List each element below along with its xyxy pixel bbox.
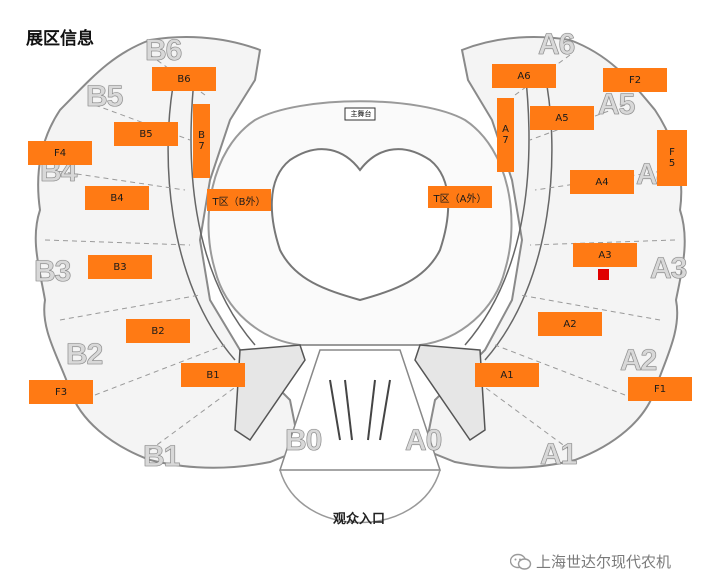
watermark: 上海世达尔现代农机: [510, 551, 671, 572]
zone-b6[interactable]: B6: [152, 67, 216, 91]
left-building: [234, 344, 306, 442]
zone-b1[interactable]: B1: [181, 363, 245, 387]
location-marker: [598, 269, 609, 280]
right-building: [414, 344, 486, 442]
left-aisle: [167, 74, 236, 361]
zone-a2[interactable]: A2: [538, 312, 602, 336]
hall-label-b5: B5: [86, 80, 124, 114]
zone-a5[interactable]: A5: [530, 106, 594, 130]
entrance-label: 观众入口: [333, 512, 386, 527]
central-court: [270, 148, 450, 302]
zone-a3[interactable]: A3: [573, 243, 637, 267]
zone-t-b[interactable]: T区（B外）: [207, 189, 271, 211]
zone-a7[interactable]: A7: [497, 98, 514, 172]
zone-b5[interactable]: B5: [114, 122, 178, 146]
zone-a6[interactable]: A6: [492, 64, 556, 88]
wechat-icon: [510, 553, 532, 570]
hall-label-b6: B6: [145, 34, 183, 68]
page-title: 展区信息: [26, 29, 94, 49]
right-divisions: [474, 54, 676, 451]
zone-f2[interactable]: F2: [603, 68, 667, 92]
zone-f5[interactable]: F5: [657, 130, 687, 186]
watermark-text: 上海世达尔现代农机: [536, 553, 672, 571]
zone-a4[interactable]: A4: [570, 170, 634, 194]
zone-b3[interactable]: B3: [88, 255, 152, 279]
corridor-benches: [329, 379, 391, 441]
zone-f4[interactable]: F4: [28, 141, 92, 165]
zone-a1[interactable]: A1: [475, 363, 539, 387]
hall-label-a6: A6: [538, 28, 576, 62]
hall-label-a3: A3: [650, 252, 688, 286]
stage-sign: [344, 107, 376, 121]
zone-b4[interactable]: B4: [85, 186, 149, 210]
hall-label-a1: A1: [540, 438, 578, 472]
zone-b2[interactable]: B2: [126, 319, 190, 343]
entrance-arc: [279, 469, 441, 524]
zone-f3[interactable]: F3: [29, 380, 93, 404]
hall-label-a2: A2: [620, 344, 658, 378]
zone-f1[interactable]: F1: [628, 377, 692, 401]
hall-label-b1: B1: [143, 440, 181, 474]
stage-sign-label: 主舞台: [350, 110, 372, 118]
hall-label-b0: B0: [285, 424, 323, 458]
left-aisle-2: [190, 69, 256, 346]
hall-label-b2: B2: [66, 338, 104, 372]
hall-label-a5: A5: [598, 88, 636, 122]
hall-label-b3: B3: [34, 255, 72, 289]
hall-label-a0: A0: [405, 424, 443, 458]
right-aisle-2: [464, 69, 530, 346]
zone-b7[interactable]: B7: [193, 104, 210, 178]
zone-t-a[interactable]: T区（A外）: [428, 186, 492, 208]
